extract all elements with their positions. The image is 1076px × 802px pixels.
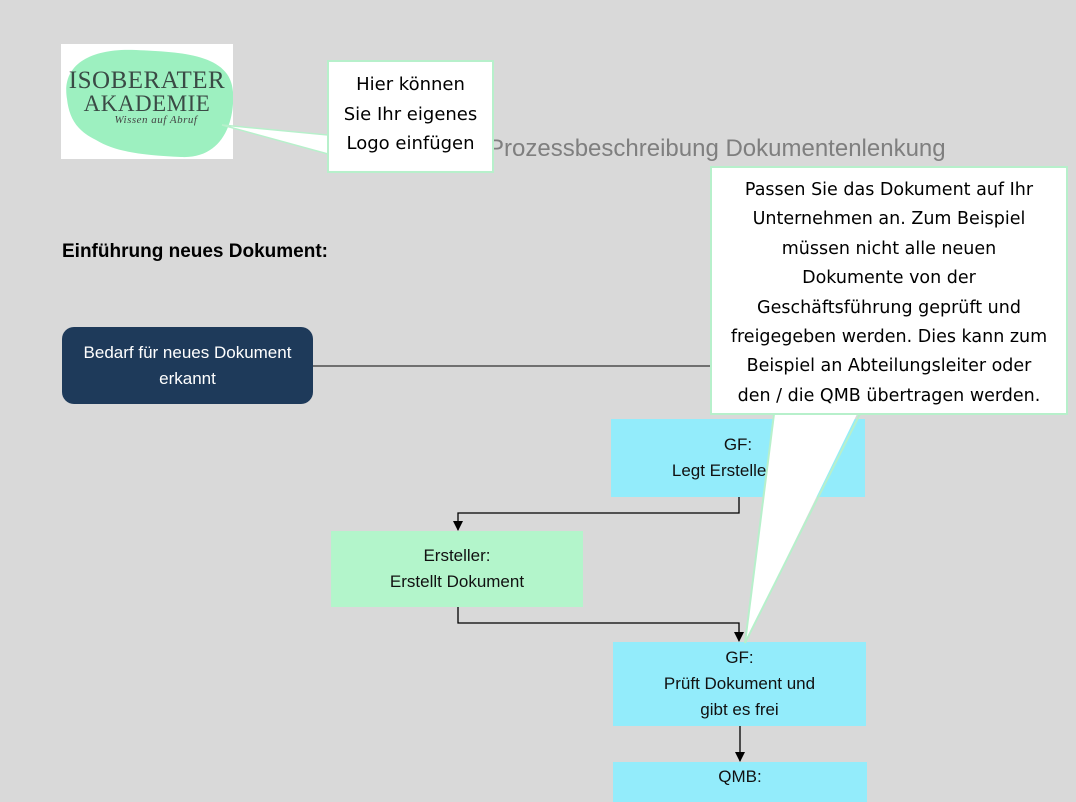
logo-tagline: Wissen auf Abruf	[114, 114, 198, 126]
flow-qmb-box: QMB:	[613, 762, 867, 802]
customization-hint-line: Beispiel an Abteilungsleiter oder	[746, 356, 1032, 377]
document-title: Prozessbeschreibung Dokumentenlenkung	[488, 135, 946, 162]
logo-line-1: ISOBERATER	[68, 67, 226, 94]
logo-blob-icon	[66, 49, 233, 158]
logo-hint-callout: Hier können Sie Ihr eigenes Logo einfüge…	[327, 60, 494, 173]
customization-hint-line: müssen nicht alle neuen	[781, 238, 997, 259]
flow-start-line-1: Bedarf für neues Dokument	[83, 342, 292, 362]
flow-qmb-role: QMB:	[718, 767, 762, 786]
flow-gf-review-role: GF:	[725, 648, 754, 667]
connector-gf-to-ersteller	[453, 497, 740, 531]
customization-hint-line: den / die QMB übertragen werden.	[737, 385, 1041, 406]
flow-ersteller-task: Erstellt Dokument	[389, 572, 525, 591]
company-logo: ISOBERATER AKADEMIE Wissen auf Abruf	[61, 44, 233, 159]
flow-gf-review-box: GF: Prüft Dokument und gibt es frei	[613, 642, 866, 726]
logo-line-2: AKADEMIE	[83, 91, 211, 116]
customization-hint-line: freigegeben werden. Dies kann zum	[730, 327, 1048, 348]
logo-hint-line: Hier können	[356, 74, 465, 95]
doc-callout-pointer	[744, 408, 861, 644]
flow-ersteller-box: Ersteller: Erstellt Dokument	[331, 531, 583, 607]
connector-ersteller-to-gf	[457, 607, 744, 642]
logo-hint-line: Sie Ihr eigenes	[343, 103, 478, 125]
flow-ersteller-role: Ersteller:	[423, 546, 491, 565]
flow-gf-review-task-line-2: gibt es frei	[700, 700, 779, 719]
logo-hint-line: Logo einfügen	[346, 133, 475, 154]
logo-callout-pointer	[221, 124, 329, 155]
customization-hint-line: Unternehmen an. Zum Beispiel	[752, 209, 1026, 230]
customization-hint-line: Geschäftsführung geprüft und	[757, 297, 1021, 318]
flow-start-line-2: erkannt	[159, 368, 216, 388]
flow-gf-review-task-line-1: Prüft Dokument und	[663, 674, 816, 693]
customization-hint-line: Passen Sie das Dokument auf Ihr	[744, 180, 1034, 200]
customization-hint-callout: Passen Sie das Dokument auf Ihr Unterneh…	[710, 166, 1068, 415]
flow-gf-assign-role: GF:	[723, 435, 753, 454]
section-heading: Einführung neues Dokument:	[62, 241, 328, 262]
flow-start-box: Bedarf für neues Dokument erkannt	[62, 327, 313, 404]
customization-hint-line: Dokumente von der	[802, 268, 976, 289]
